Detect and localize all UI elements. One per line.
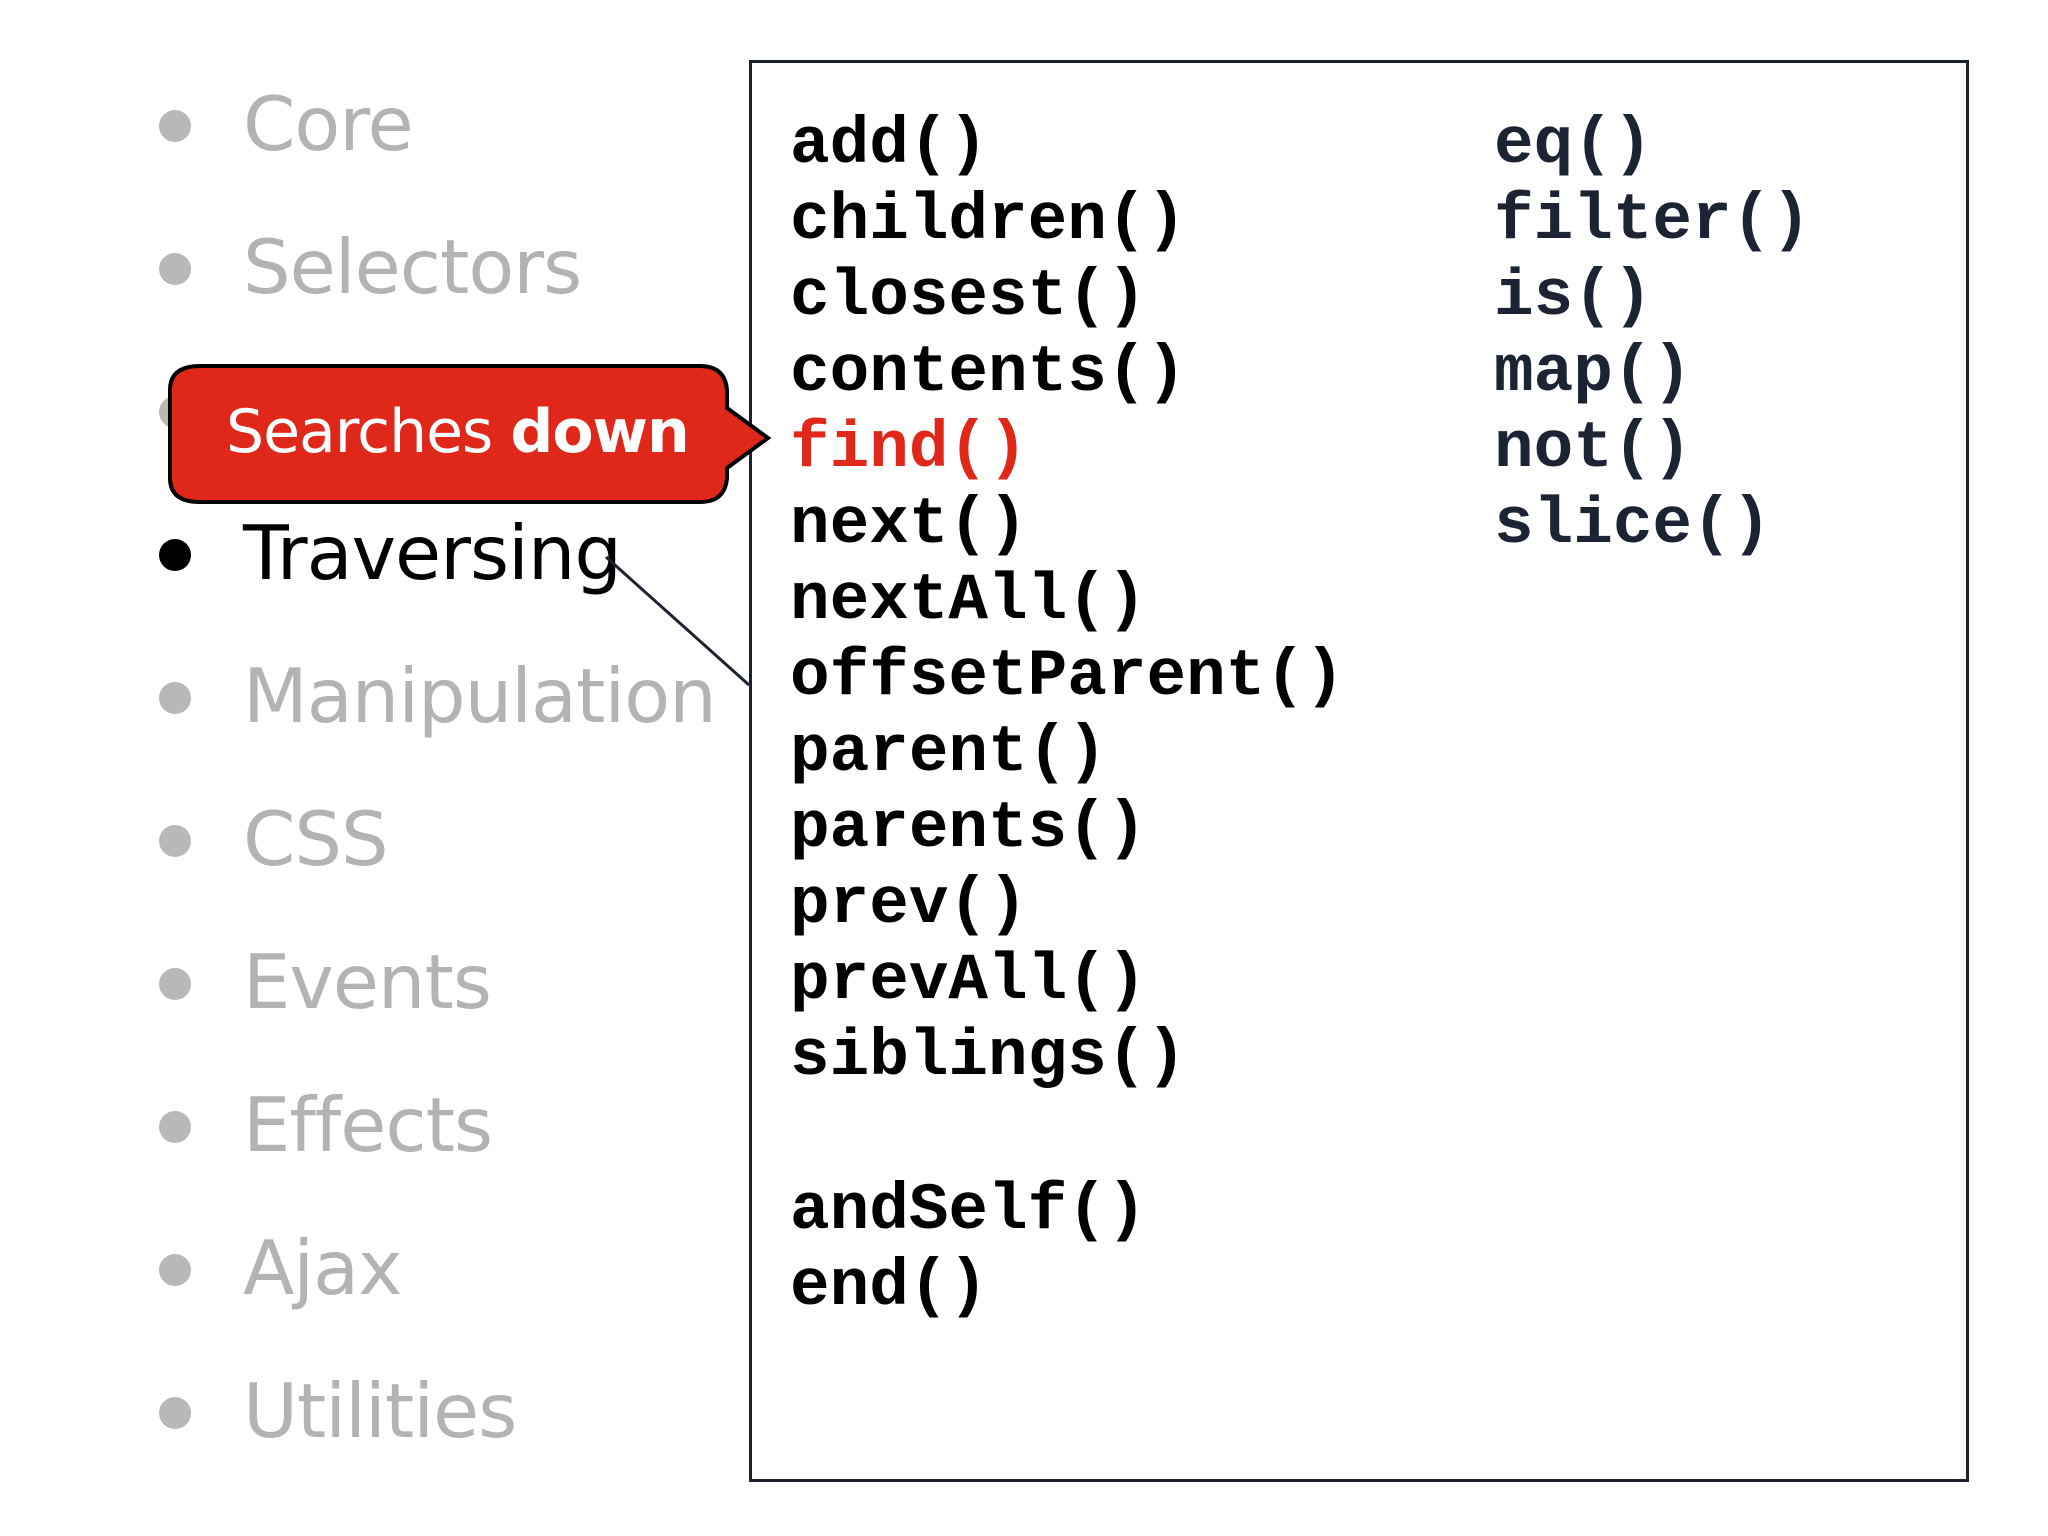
method-item: andSelf() [790,1173,1147,1248]
bullet-icon [159,1254,191,1286]
topic-label: Core [243,80,414,168]
topic-core: Core [0,66,720,168]
bullet-icon [159,253,191,285]
method-item: map() [1494,335,1693,410]
method-item: next() [790,487,1028,562]
topic-effects: Effects [0,1067,720,1169]
method-item: end() [790,1249,989,1324]
topic-ajax: Ajax [0,1210,720,1312]
topic-label: Utilities [243,1367,517,1455]
method-item: offsetParent() [790,639,1345,714]
bullet-icon [159,1397,191,1429]
bullet-icon [159,682,191,714]
method-item: contents() [790,335,1187,410]
method-item: siblings() [790,1019,1187,1094]
topic-label: Ajax [243,1224,402,1312]
topic-manipulation: Manipulation [0,638,720,740]
callout-text: Searches down [226,392,690,472]
topic-events: Events [0,924,720,1026]
method-item: is() [1494,259,1653,334]
topic-label: Selectors [243,223,582,311]
method-item: slice() [1494,487,1772,562]
method-item: eq() [1494,107,1653,182]
method-item-highlighted: find() [790,411,1028,486]
bullet-icon [159,539,191,571]
topic-utilities: Utilities [0,1353,720,1455]
method-item: prevAll() [790,943,1147,1018]
topic-label: Manipulation [243,652,717,740]
method-item: closest() [790,259,1147,334]
topic-selectors: Selectors [0,209,720,311]
callout-prefix: Searches [226,397,511,467]
callout-emphasis: down [510,397,689,467]
bullet-icon [159,968,191,1000]
topic-label: Effects [243,1081,493,1169]
topic-css: CSS [0,781,720,883]
method-item: add() [790,107,989,182]
bullet-icon [159,1111,191,1143]
topic-label: Traversing [243,509,622,597]
method-item: children() [790,183,1187,258]
topic-label: CSS [243,795,389,883]
method-item: prev() [790,867,1028,942]
method-item: filter() [1494,183,1811,258]
method-item: parent() [790,715,1107,790]
topic-label: Events [243,938,492,1026]
bullet-icon [159,396,191,428]
bullet-icon [159,825,191,857]
method-item: not() [1494,411,1693,486]
method-item: nextAll() [790,563,1147,638]
bullet-icon [159,110,191,142]
methods-panel: add() children() closest() contents() fi… [749,60,1969,1482]
topic-traversing: Traversing [0,495,720,597]
method-item: parents() [790,791,1147,866]
